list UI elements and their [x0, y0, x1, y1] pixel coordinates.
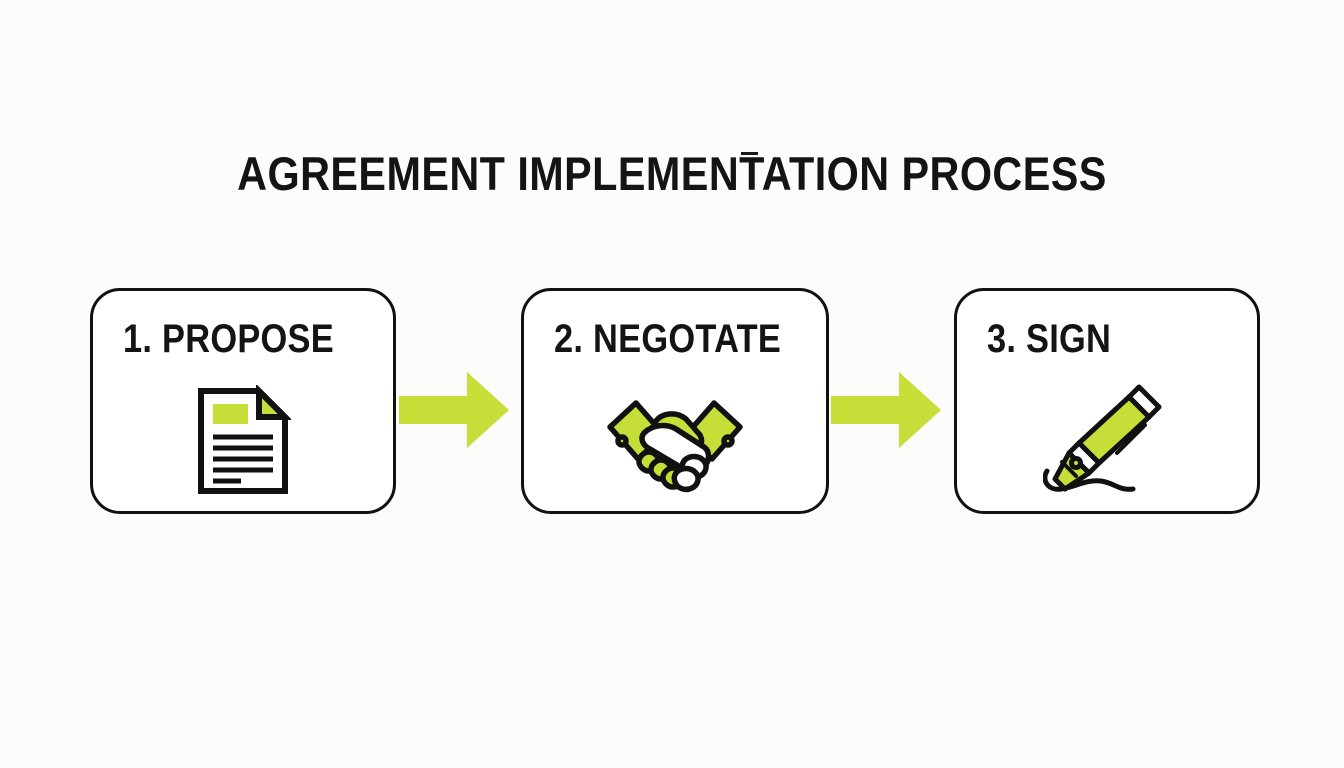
title-tick-artifact — [741, 152, 758, 155]
step-label-negotate: 2. NEGOTATE — [554, 317, 782, 361]
step-box-sign[interactable]: 3. SIGN — [954, 288, 1260, 514]
page-title: AGREEMENT IMPLEMENTATION PROCESS — [237, 147, 1107, 200]
step-icon-negotate-wrap — [524, 377, 826, 497]
arrow-negotate-to-sign — [831, 372, 941, 448]
handshake-icon — [607, 400, 743, 493]
arrow-propose-to-negotate — [399, 372, 509, 448]
step-box-propose[interactable]: 1. PROPOSE — [90, 288, 396, 514]
step-box-negotate[interactable]: 2. NEGOTATE — [521, 288, 829, 514]
step-label-sign: 3. SIGN — [987, 317, 1112, 361]
fountain-pen-icon — [1043, 384, 1162, 492]
document-icon — [198, 385, 291, 494]
step-icon-sign-wrap — [957, 377, 1257, 497]
step-icon-propose-wrap — [93, 377, 393, 497]
step-label-propose: 1. PROPOSE — [123, 317, 334, 361]
